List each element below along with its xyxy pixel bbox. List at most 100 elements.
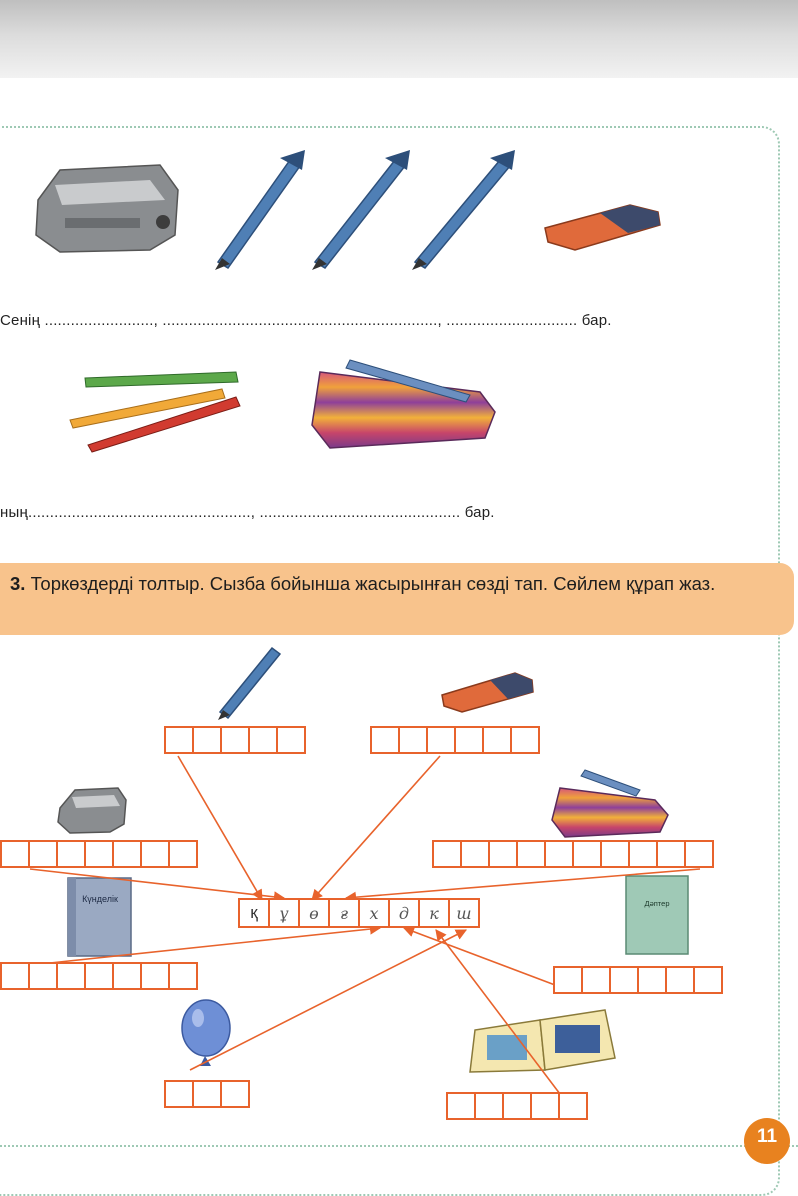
- letter-box[interactable]: [488, 840, 518, 868]
- letter-box[interactable]: [164, 1080, 194, 1108]
- letter-box[interactable]: [510, 726, 540, 754]
- letter-box[interactable]: [665, 966, 695, 994]
- letter-box[interactable]: [600, 840, 630, 868]
- letter-box[interactable]: [56, 962, 86, 990]
- letter-box[interactable]: [84, 840, 114, 868]
- hidden-word-row: қ ұ ө ғ х д к ш: [238, 898, 480, 928]
- book-picture: [469, 1009, 616, 1073]
- letter-box[interactable]: [220, 726, 250, 754]
- letter-box[interactable]: [446, 1092, 476, 1120]
- balloon-picture: [181, 999, 231, 1066]
- hidden-letter-box[interactable]: х: [358, 898, 390, 928]
- letter-box[interactable]: [544, 840, 574, 868]
- letter-box[interactable]: [398, 726, 428, 754]
- letter-box[interactable]: [558, 1092, 588, 1120]
- letter-box[interactable]: [656, 840, 686, 868]
- letter-box[interactable]: [628, 840, 658, 868]
- letter-box[interactable]: [581, 966, 611, 994]
- letter-box[interactable]: [140, 840, 170, 868]
- sharpener-picture: [57, 787, 127, 834]
- letter-box[interactable]: [112, 962, 142, 990]
- letter-box[interactable]: [474, 1092, 504, 1120]
- letter-box[interactable]: [572, 840, 602, 868]
- hidden-letter-box[interactable]: к: [418, 898, 450, 928]
- bottom-dotted-rule: [0, 1145, 798, 1147]
- letter-box[interactable]: [56, 840, 86, 868]
- letter-box[interactable]: [192, 1080, 222, 1108]
- notebook-cover-label: Дәптер: [644, 899, 669, 908]
- answer-blank[interactable]: ..............................: [446, 312, 578, 329]
- letter-box[interactable]: [609, 966, 639, 994]
- hidden-letter-box[interactable]: д: [388, 898, 420, 928]
- letter-box[interactable]: [192, 726, 222, 754]
- pencil-case-picture: [551, 769, 669, 838]
- sentence-1-end: бар.: [581, 312, 612, 329]
- connector-arrows: [29, 755, 701, 1095]
- letter-box[interactable]: [693, 966, 723, 994]
- word-boxes-eraser: [370, 726, 540, 754]
- letter-box[interactable]: [84, 962, 114, 990]
- word-boxes-notebook: [553, 966, 723, 994]
- hidden-letter-box[interactable]: қ: [238, 898, 270, 928]
- pen-picture: [218, 646, 282, 720]
- answer-blank[interactable]: ........................................…: [162, 312, 442, 329]
- hidden-letter-box[interactable]: ұ: [268, 898, 300, 928]
- word-boxes-pen: [164, 726, 306, 754]
- letter-box[interactable]: [516, 840, 546, 868]
- notebook-picture: Дәптер: [625, 875, 689, 955]
- answer-blank[interactable]: .........................,: [44, 312, 159, 329]
- task-3-banner: 3. Торкөздерді толтыр. Сызба бойынша жас…: [0, 563, 794, 635]
- answer-blank[interactable]: ........................................…: [259, 504, 461, 521]
- letter-box[interactable]: [454, 726, 484, 754]
- letter-box[interactable]: [460, 840, 490, 868]
- page-number-badge: 11: [744, 1118, 790, 1164]
- eraser-picture: [441, 672, 534, 713]
- letter-box[interactable]: [432, 840, 462, 868]
- letter-box[interactable]: [502, 1092, 532, 1120]
- colored-pencils-picture: [69, 371, 241, 453]
- letter-box[interactable]: [248, 726, 278, 754]
- letter-box[interactable]: [220, 1080, 250, 1108]
- letter-box[interactable]: [28, 840, 58, 868]
- letter-box[interactable]: [370, 726, 400, 754]
- pen-picture: [412, 150, 515, 270]
- word-boxes-pencil-case: [432, 840, 714, 868]
- letter-box[interactable]: [426, 726, 456, 754]
- sentence-2-start: ның: [0, 504, 28, 521]
- diary-picture: Күнделік: [67, 877, 132, 957]
- sentence-line-2: ның.....................................…: [0, 504, 495, 521]
- answer-blank[interactable]: ........................................…: [27, 504, 256, 521]
- letter-box[interactable]: [168, 840, 198, 868]
- hidden-letter-box[interactable]: ш: [448, 898, 480, 928]
- sentence-line-1: Сенің ........................., .......…: [0, 312, 612, 329]
- letter-box[interactable]: [276, 726, 306, 754]
- task-number: 3.: [10, 573, 26, 594]
- task-3-instruction: 3. Торкөздерді толтыр. Сызба бойынша жас…: [10, 569, 784, 598]
- hidden-letter-box[interactable]: ғ: [328, 898, 360, 928]
- letter-box[interactable]: [684, 840, 714, 868]
- sentence-2-end: бар.: [464, 504, 495, 521]
- word-boxes-sharpener: [0, 840, 198, 868]
- task-text: Торкөздерді толтыр. Сызба бойынша жасыры…: [30, 573, 716, 594]
- illustrations-layer: Күнделік Дәптер: [29, 150, 701, 1095]
- hidden-letter-box[interactable]: ө: [298, 898, 330, 928]
- pencil-case-picture: [311, 359, 496, 449]
- pen-picture: [312, 150, 410, 270]
- diary-cover-label: Күнделік: [82, 894, 118, 904]
- top-margin-strip: [0, 0, 798, 78]
- letter-box[interactable]: [0, 840, 30, 868]
- word-boxes-book: [446, 1092, 588, 1120]
- sentence-1-start: Сенің: [0, 312, 41, 329]
- letter-box[interactable]: [140, 962, 170, 990]
- letter-box[interactable]: [164, 726, 194, 754]
- pen-picture: [215, 150, 305, 270]
- letter-box[interactable]: [28, 962, 58, 990]
- letter-box[interactable]: [112, 840, 142, 868]
- letter-box[interactable]: [168, 962, 198, 990]
- letter-box[interactable]: [637, 966, 667, 994]
- sharpener-picture: [35, 164, 179, 253]
- letter-box[interactable]: [530, 1092, 560, 1120]
- letter-box[interactable]: [0, 962, 30, 990]
- letter-box[interactable]: [553, 966, 583, 994]
- letter-box[interactable]: [482, 726, 512, 754]
